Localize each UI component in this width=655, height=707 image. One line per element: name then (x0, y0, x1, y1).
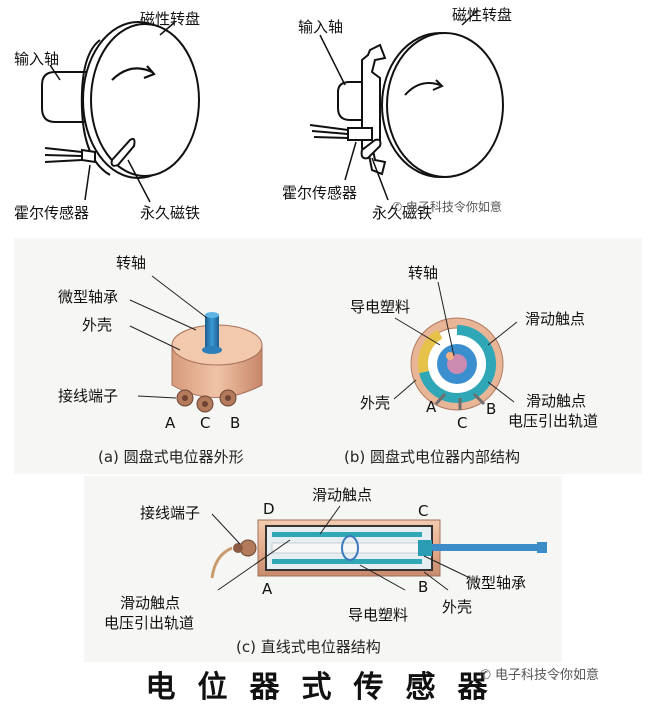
c-plastic-label: 导电塑料 (348, 608, 408, 623)
c-caption: (c) 直线式电位器结构 (236, 636, 381, 657)
c-corner-b: B (418, 578, 428, 596)
wechat-icon: ✆ (480, 668, 491, 683)
c-bearing-label: 微型轴承 (466, 576, 526, 591)
c-terminal-label: 接线端子 (140, 506, 200, 521)
c-shell-label: 外壳 (442, 600, 472, 615)
c-corner-d: D (263, 500, 275, 518)
watermark-bottom: ✆ 电子科技令你如意 (480, 664, 599, 683)
c-track-label-1: 滑动触点 (120, 596, 180, 611)
c-track-label-2: 电压引出轨道 (104, 616, 194, 631)
c-corner-a: A (262, 580, 272, 598)
c-contact-label: 滑动触点 (312, 488, 372, 503)
c-corner-c: C (418, 502, 428, 520)
